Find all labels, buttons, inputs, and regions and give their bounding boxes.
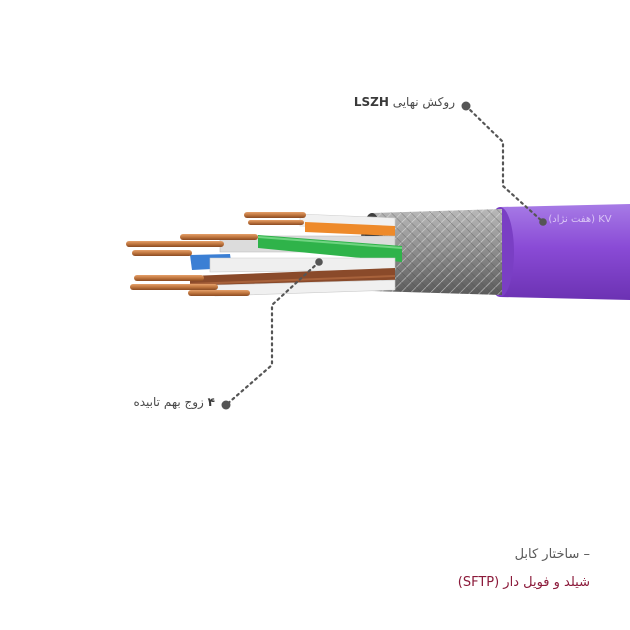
callout-sheath-bold: LSZH (353, 95, 389, 109)
leader-pairs (224, 260, 321, 407)
dot-pairs-end (221, 400, 231, 410)
jacket-print: (هفت نژاد) KV (548, 214, 611, 225)
conductor-orange (305, 222, 395, 236)
callout-dots (221, 101, 547, 410)
conductor-green (258, 235, 402, 262)
callout-pairs-text: زوج بهم تابیده (133, 395, 204, 409)
caption-subtitle: شیلد و فویل دار (SFTP) (457, 575, 590, 590)
callout-label-pairs: ۴ زوج بهم تابیده (133, 395, 215, 409)
copper-wires (126, 212, 306, 296)
callout-sheath-text: روکش نهایی (392, 95, 455, 109)
dot-sheath-end (461, 101, 471, 111)
jacket: (هفت نژاد) KV (486, 204, 630, 300)
braided-shield (360, 209, 502, 295)
leader-sheath (464, 104, 545, 224)
callout-label-sheath: روکش نهایی LSZH (354, 95, 455, 109)
dot-pairs-target (315, 258, 323, 266)
callout-lines (224, 104, 545, 407)
callout-pairs-bold: ۴ (207, 395, 215, 409)
twisted-pairs (189, 213, 403, 297)
dot-sheath-target (539, 218, 547, 226)
caption-title: – ساختار کابل (514, 547, 590, 562)
